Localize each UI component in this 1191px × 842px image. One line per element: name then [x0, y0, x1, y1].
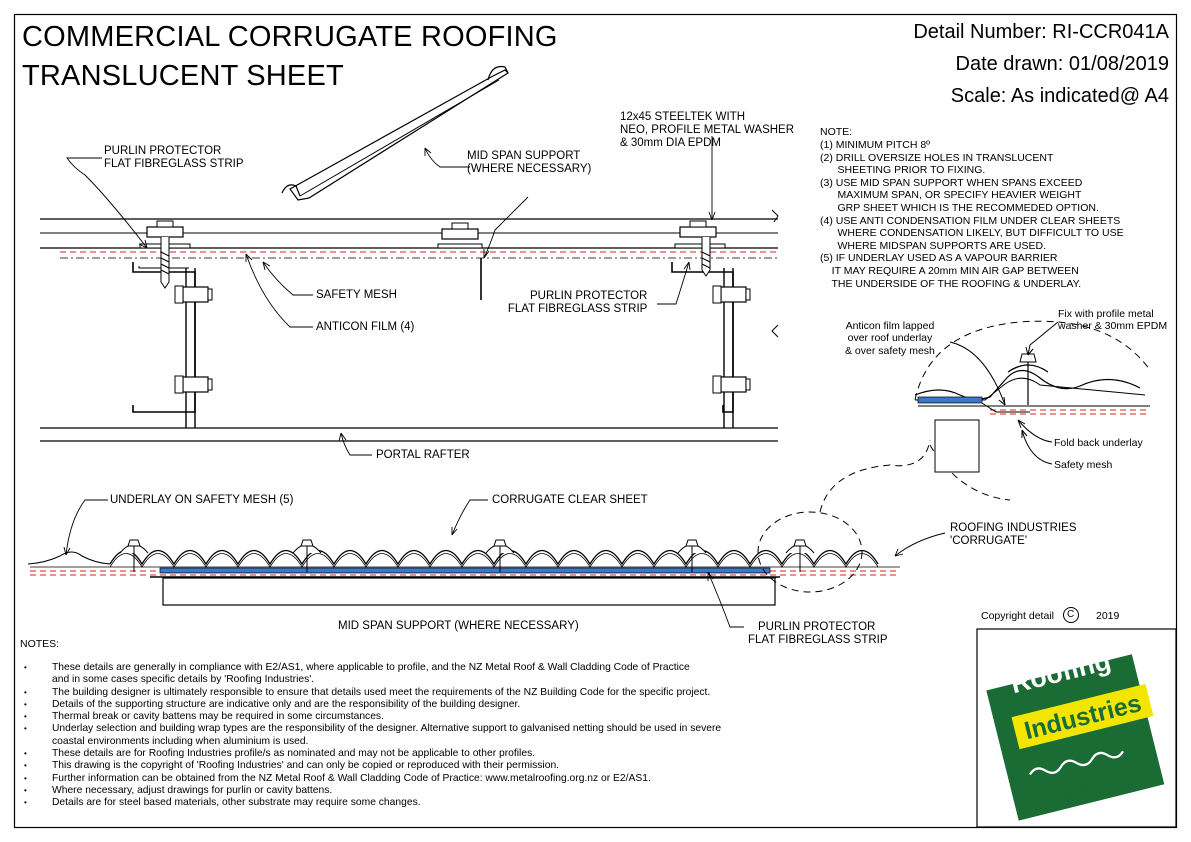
note-item: (3) USE MID SPAN SUPPORT WHEN SPANS EXCE…	[820, 176, 1083, 189]
note-item: (1) MINIMUM PITCH 8º	[820, 139, 930, 151]
date-drawn: Date drawn: 01/08/2019	[955, 53, 1170, 75]
notes-item: This drawing is the copyright of 'Roofin…	[24, 760, 721, 773]
note-item: WHERE MIDSPAN SUPPORTS ARE USED.	[820, 239, 1047, 252]
notes-item: The building designer is ultimately resp…	[24, 687, 721, 700]
roofing-industries-logo	[986, 654, 1165, 821]
note-item: WHERE CONDENSATION LIKELY, BUT DIFFICULT…	[820, 227, 1124, 240]
label-roofing-industries: ROOFING INDUSTRIES'CORRUGATE'	[950, 522, 1077, 547]
notes-item: Details of the supporting structure are …	[24, 699, 721, 712]
notes-item: coastal environments including when alum…	[52, 735, 309, 747]
scale: Scale: As indicated@ A4	[950, 85, 1169, 107]
label-anticon-film: ANTICON FILM (4)	[316, 321, 415, 333]
note-item: (5) IF UNDERLAY USED AS A VAPOUR BARRIER	[820, 252, 1058, 265]
label-safety-mesh-detail: Safety mesh	[1054, 459, 1113, 471]
label-fold-back: Fold back underlay	[1054, 437, 1143, 449]
notes-heading: NOTES:	[20, 638, 60, 650]
leaders-top	[66, 136, 716, 456]
label-corrugate-clear: CORRUGATE CLEAR SHEET	[492, 494, 648, 506]
notes-item: Details are for steel based materials, o…	[24, 797, 721, 810]
screw-right	[674, 220, 726, 277]
notes-item: Where necessary, adjust drawings for pur…	[24, 785, 721, 798]
note-heading: NOTE:	[820, 126, 853, 138]
notes-item: Thermal break or cavity battens may be r…	[24, 711, 721, 724]
label-safety-mesh: SAFETY MESH	[316, 289, 397, 301]
note-item: GRP SHEET WHICH IS THE RECOMMEDED OPTION…	[820, 201, 1099, 214]
copyright-circle	[1063, 607, 1079, 623]
purlin-right	[671, 262, 751, 428]
copyright-symbol: C	[1067, 609, 1075, 620]
note-item: THE UNDERSIDE OF THE ROOFING & UNDERLAY.	[820, 277, 1082, 290]
screw-left	[139, 220, 191, 289]
notes-item: These details are generally in complianc…	[24, 662, 721, 675]
notes-item: Underlay selection and building wrap typ…	[24, 723, 721, 736]
fasteners-bottom	[119, 539, 815, 572]
detail-number: Detail Number: RI-CCR041A	[913, 21, 1169, 43]
title-line-1: COMMERCIAL CORRUGATE ROOFING	[22, 21, 558, 53]
label-portal-rafter: PORTAL RAFTER	[376, 449, 470, 461]
note-list: (1) MINIMUM PITCH 8º (2) DRILL OVERSIZE …	[820, 139, 1124, 290]
mid-span-support-channel	[281, 65, 509, 201]
notes-item: and in some cases specific details by 'R…	[52, 674, 315, 686]
notes-item: Further information can be obtained from…	[24, 773, 721, 786]
note-item: SHEETING PRIOR TO FIXING.	[820, 164, 986, 177]
detail-circle	[914, 320, 1151, 501]
mid-span-support-bottom	[162, 577, 776, 606]
logo-box	[976, 628, 1177, 828]
note-item: (4) USE ANTI CONDENSATION FILM UNDER CLE…	[820, 214, 1121, 227]
notes-list: These details are generally in complianc…	[24, 662, 721, 810]
title-line-2: TRANSLUCENT SHEET	[22, 60, 344, 92]
corrugate-sheet-section	[27, 439, 931, 606]
copyright-year: 2019	[1096, 610, 1120, 622]
note-item: MAXIMUM SPAN, OR SPECIFY HEAVIER WEIGHT	[820, 189, 1082, 202]
screw-middle	[437, 222, 483, 249]
note-item: IT MAY REQUIRE A 20mm MIN AIR GAP BETWEE…	[820, 264, 1079, 277]
label-mid-span-top: MID SPAN SUPPORT(WHERE NECESSARY)	[467, 150, 592, 175]
notes-item: These details are for Roofing Industries…	[24, 748, 721, 761]
note-item: (2) DRILL OVERSIZE HOLES IN TRANSLUCENT	[820, 151, 1054, 164]
copyright-label: Copyright detail	[981, 610, 1054, 622]
purlin-left	[132, 262, 213, 428]
label-underlay: UNDERLAY ON SAFETY MESH (5)	[110, 494, 294, 506]
sheet-border	[13, 13, 1178, 829]
label-mid-span-bottom: MID SPAN SUPPORT (WHERE NECESSARY)	[338, 620, 579, 632]
